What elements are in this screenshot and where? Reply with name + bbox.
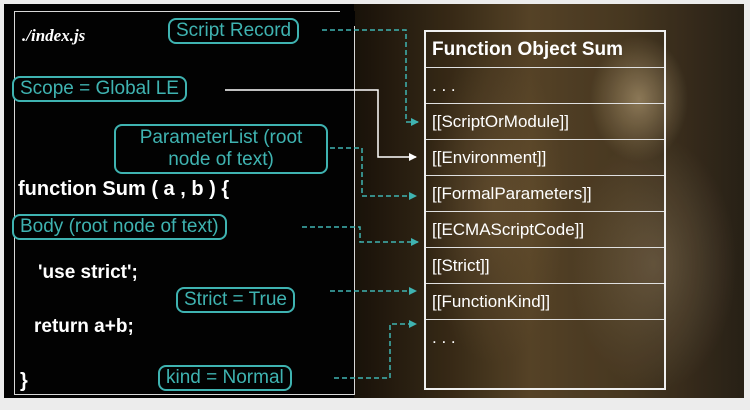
annotation-script-record: Script Record <box>168 18 300 44</box>
code-line-function: function Sum ( a , b ) { <box>18 178 230 200</box>
code-line-return: return a+b; <box>34 316 134 337</box>
slide: ./index.js function Sum ( a , b ) { 'use… <box>4 4 744 398</box>
annotation-body: Body (root node of text) <box>12 214 227 240</box>
fn-row-script-or-module: [[ScriptOrModule]] <box>426 104 664 140</box>
fn-row-formal-parameters: [[FormalParameters]] <box>426 176 664 212</box>
annotation-scope: Scope = Global LE <box>12 76 187 102</box>
fn-row-strict: [[Strict]] <box>426 248 664 284</box>
wire-script-record <box>322 29 419 126</box>
annotation-parameter-list: ParameterList (root node of text) <box>114 124 328 174</box>
wire-scope <box>225 89 417 161</box>
wire-parameter-list <box>330 147 417 200</box>
wire-kind <box>334 320 417 379</box>
fn-row-function-kind: [[FunctionKind]] <box>426 284 664 320</box>
function-object-title: Function Object Sum <box>426 32 664 68</box>
annotation-strict: Strict = True <box>176 287 295 313</box>
fn-row-ecmascript-code: [[ECMAScriptCode]] <box>426 212 664 248</box>
background-photo <box>354 4 744 398</box>
fn-row-ellipsis-top: . . . <box>426 68 664 104</box>
code-line-use-strict: 'use strict'; <box>38 262 138 283</box>
connector-lines <box>225 29 419 379</box>
fn-row-ellipsis-bottom: . . . <box>432 328 456 347</box>
wire-body <box>302 226 419 246</box>
file-name: ./index.js <box>22 26 86 45</box>
function-object-table: Function Object Sum . . . [[ScriptOrModu… <box>424 30 666 390</box>
file-card-fold <box>340 11 355 26</box>
file-card <box>14 11 355 395</box>
code-line-close-brace: } <box>20 370 28 392</box>
annotation-kind: kind = Normal <box>158 365 292 391</box>
fn-row-environment: [[Environment]] <box>426 140 664 176</box>
